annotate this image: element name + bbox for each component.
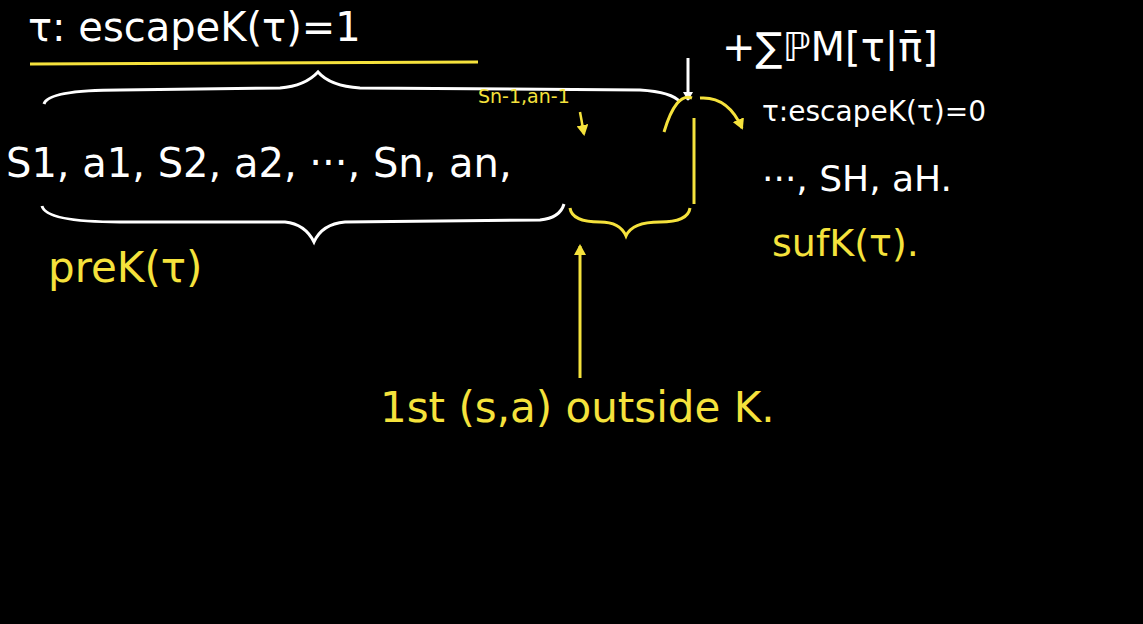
sequence: S1, a1, S2, a2, ···, Sn, an,	[6, 140, 512, 186]
sequence-tail: ···, SH, aH.	[762, 158, 952, 199]
cut-bar	[693, 118, 696, 204]
step-note: Sn-1,an-1	[478, 86, 570, 108]
suffix-label: sufK(τ).	[772, 222, 919, 266]
sum-expression: +∑ℙM[τ|π̄]	[722, 24, 938, 70]
outside-note: 1st (s,a) outside K.	[380, 384, 775, 432]
underline	[30, 62, 478, 64]
prefix-label: preK(τ)	[48, 244, 202, 292]
pointer-arrow	[580, 112, 584, 134]
under-brace	[42, 204, 564, 242]
condition-note: τ:escapeK(τ)=0	[762, 96, 986, 128]
condition-heading: τ: escapeK(τ)=1	[28, 4, 361, 50]
curve-up	[664, 97, 692, 132]
under-brace-small	[570, 208, 690, 236]
curve-down	[700, 98, 742, 128]
over-brace	[44, 72, 680, 104]
up-arrow	[579, 246, 582, 378]
down-arrow	[687, 58, 690, 100]
